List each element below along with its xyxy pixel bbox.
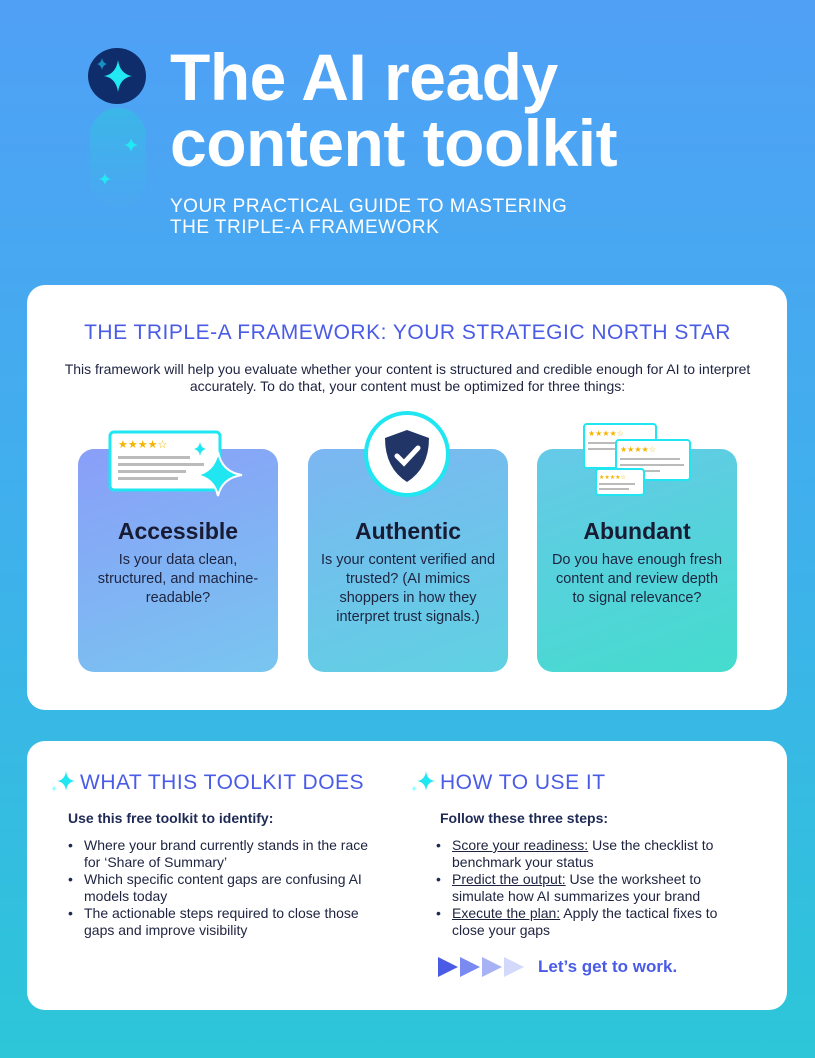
pillar-text: Do you have enough fresh content and rev…	[551, 552, 723, 606]
shield-check-icon	[364, 411, 450, 497]
step-text: Use the worksheet to simulate how AI sum…	[452, 871, 702, 904]
what-lead: Use this free toolkit to identify:	[68, 810, 274, 826]
list-item: Where your brand currently stands in the…	[68, 837, 378, 871]
pillar-title: Accessible	[117, 518, 239, 544]
svg-text:★★★★☆: ★★★★☆	[118, 439, 167, 451]
what-heading: WHAT THIS TOOLKIT DOES	[80, 771, 365, 794]
svg-text:★★★★☆: ★★★★☆	[599, 474, 626, 481]
list-item: The actionable steps required to close t…	[68, 905, 378, 939]
sparkle-icon	[99, 173, 111, 185]
step-text: Use the checklist to benchmark your stat…	[452, 837, 714, 870]
list-item: Which specific content gaps are confusin…	[68, 871, 378, 905]
sparkle-icon	[51, 771, 75, 792]
pillar-abundant: Abundant Do you have enough fresh conten…	[537, 449, 737, 672]
step-label: Score your readiness:	[452, 837, 589, 853]
pillar-authentic: Authentic Is your content verified and t…	[308, 449, 508, 672]
step-label: Execute the plan:	[452, 905, 561, 921]
framework-intro: This framework will help you evaluate wh…	[64, 361, 751, 394]
logo-sparkle-stack	[88, 48, 148, 208]
arrows-icon	[438, 957, 524, 977]
how-section: HOW TO USE IT Follow these three steps: …	[408, 771, 738, 939]
svg-text:★★★★☆: ★★★★☆	[588, 429, 624, 438]
pillar-text: Is your data clean, structured, and mach…	[97, 552, 259, 606]
pillar-text: Is your content verified and trusted? (A…	[320, 552, 496, 625]
framework-heading: THE TRIPLE-A FRAMEWORK: YOUR STRATEGIC N…	[84, 321, 731, 344]
sparkle-icon	[411, 771, 435, 792]
stacked-reviews-icon: ★★★★☆ ★★★★☆ ★★★★☆	[583, 423, 691, 496]
how-lead: Follow these three steps:	[440, 810, 609, 826]
svg-text:★★★★☆: ★★★★☆	[620, 445, 656, 454]
step-label: Predict the output:	[452, 871, 566, 887]
pillar-title: Abundant	[583, 518, 691, 544]
sparkle-icon	[124, 138, 138, 152]
step-item: Score your readiness: Use the checklist …	[436, 837, 738, 871]
how-heading: HOW TO USE IT	[440, 771, 606, 794]
what-section: WHAT THIS TOOLKIT DOES Use this free too…	[48, 771, 378, 939]
step-text: Apply the tactical fixes to close your g…	[452, 905, 718, 938]
sparkle-icon	[88, 48, 146, 104]
step-item: Predict the output: Use the worksheet to…	[436, 871, 738, 905]
review-card-icon: ★★★★☆	[108, 430, 243, 497]
step-item: Execute the plan: Apply the tactical fix…	[436, 905, 738, 939]
cta-text: Let’s get to work.	[538, 957, 678, 976]
cta: Let’s get to work.	[438, 956, 677, 978]
pillar-title: Authentic	[354, 518, 462, 544]
